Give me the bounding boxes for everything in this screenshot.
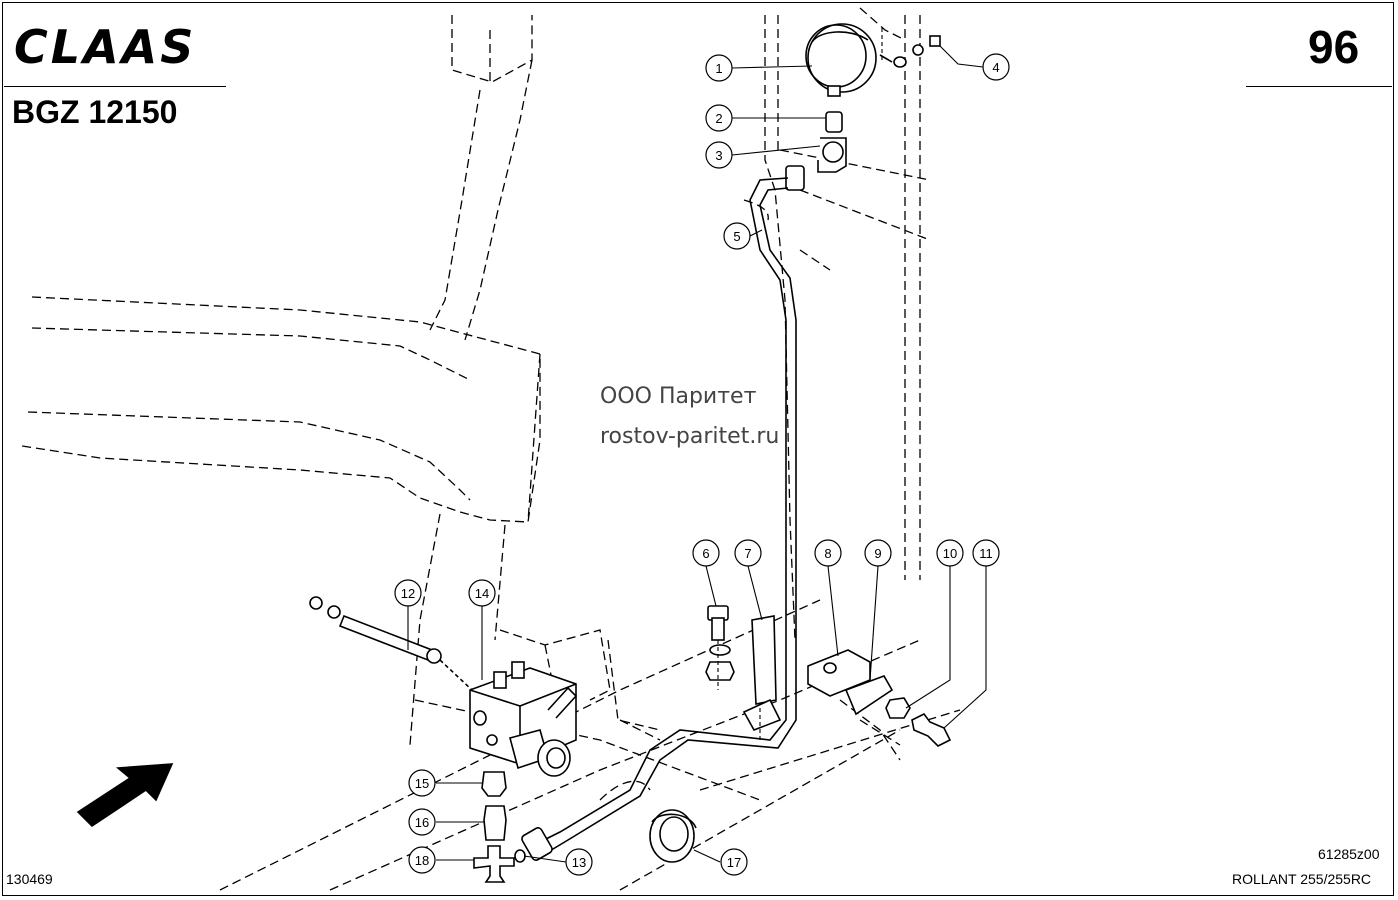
svg-text:15: 15 [415,776,429,791]
callout-18[interactable]: 18 [408,846,436,874]
doc-code: BGZ 12150 [12,94,178,130]
callout-12[interactable]: 12 [394,579,422,607]
union-fitting-part [483,805,507,841]
bracket-part [751,615,777,705]
adapter-fitting-part [481,771,507,797]
callout-2[interactable]: 2 [705,104,733,132]
pressure-gauge-icon [805,23,893,97]
screw-part [929,35,941,47]
seal-ring-part [649,809,697,863]
callout-9[interactable]: 9 [864,539,892,567]
svg-text:4: 4 [992,60,999,75]
nut-part [885,697,911,719]
callout-7[interactable]: 7 [734,539,762,567]
pipe-end-nut [521,827,553,861]
svg-text:6: 6 [702,546,709,561]
model-label: ROLLANT 255/255RC [1232,871,1372,887]
svg-text:14: 14 [475,586,489,601]
leader-lines [407,28,987,863]
long-bolt-part [338,614,434,662]
page-number: 96 [1308,21,1360,73]
direction-arrow-icon [76,763,174,828]
callout-16[interactable]: 16 [408,808,436,836]
watermark-website: rostov-paritet.ru [600,424,780,449]
svg-text:13: 13 [572,855,586,870]
svg-text:10: 10 [943,546,957,561]
callout-1[interactable]: 1 [705,54,733,82]
svg-text:8: 8 [824,546,831,561]
svg-text:11: 11 [979,546,993,561]
hex-bolt-part [911,712,952,747]
svg-text:9: 9 [874,546,881,561]
svg-text:5: 5 [733,229,740,244]
callout-10[interactable]: 10 [936,539,964,567]
callout-17[interactable]: 17 [720,848,748,876]
tee-fitting-part [473,845,515,883]
part-callouts: 1 2 3 4 5 6 7 8 9 10 11 12 13 14 15 16 1… [394,53,1010,876]
callout-5[interactable]: 5 [723,222,751,250]
callout-14[interactable]: 14 [468,579,496,607]
fitting-part [825,111,843,133]
claas-logo: CLAAS [14,20,197,74]
callout-6[interactable]: 6 [692,539,720,567]
callout-15[interactable]: 15 [408,769,436,797]
header-rule-right [1246,86,1392,87]
clamp-plate-part [844,675,894,716]
callout-3[interactable]: 3 [705,141,733,169]
callout-11[interactable]: 11 [972,539,1000,567]
hydraulic-pipe [539,177,797,853]
valve-block-part [469,661,578,777]
svg-text:17: 17 [727,855,741,870]
watermark-company: ООО Паритет [600,384,757,409]
callout-4[interactable]: 4 [982,53,1010,81]
machine-outline-dashed [21,7,961,891]
svg-text:7: 7 [744,546,751,561]
callout-8[interactable]: 8 [814,539,842,567]
parts-solid [76,23,952,883]
svg-text:3: 3 [715,148,722,163]
svg-text:18: 18 [415,853,429,868]
drawing-id: 61285z00 [1318,846,1380,862]
svg-text:1: 1 [715,61,722,76]
callout-13[interactable]: 13 [565,848,593,876]
header-rule-left [4,86,226,87]
svg-text:12: 12 [401,586,415,601]
svg-text:2: 2 [715,111,722,126]
svg-text:16: 16 [415,815,429,830]
pipe-nut-part [785,165,805,191]
sheet-id: 130469 [6,871,53,887]
